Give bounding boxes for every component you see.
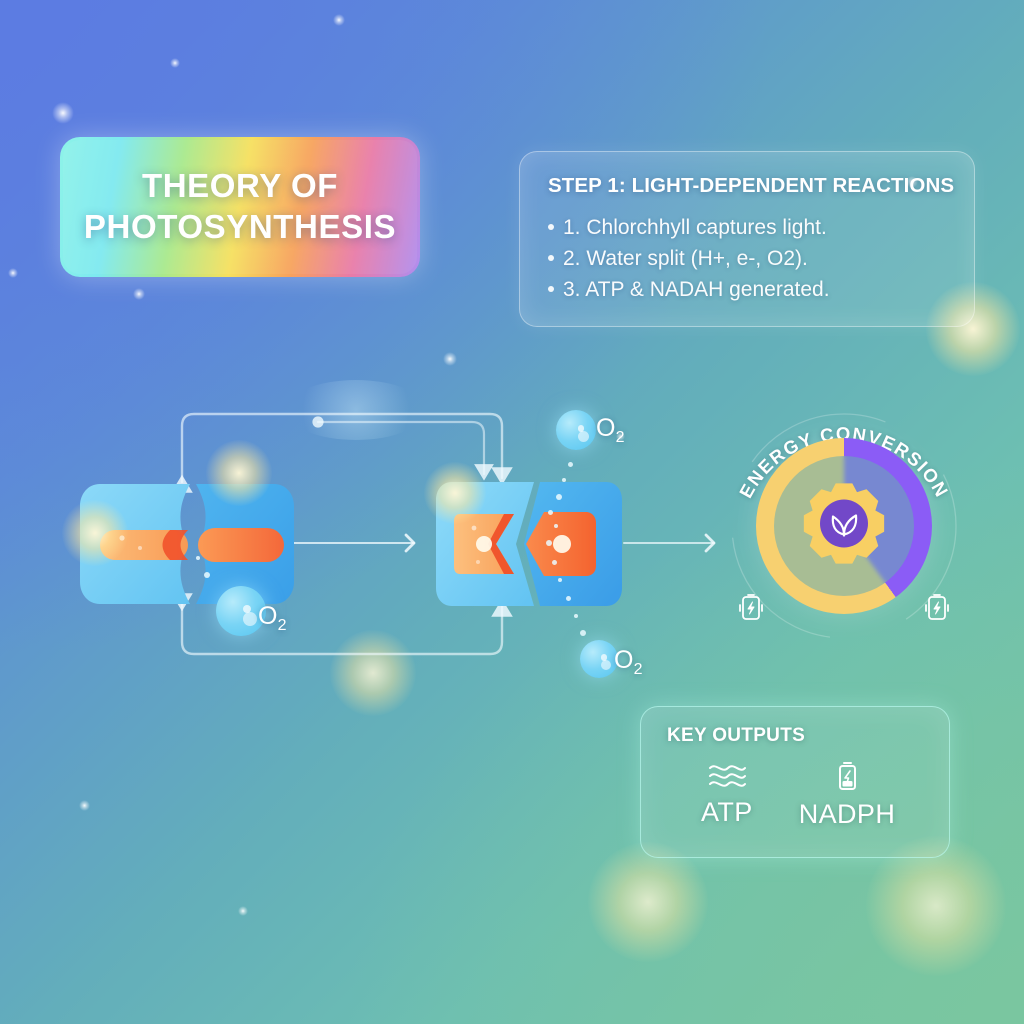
waves-icon — [708, 765, 746, 787]
output-item-atp: ATP — [701, 759, 753, 830]
step-panel-heading: STEP 1: LIGHT-DEPENDENT REACTIONS — [548, 174, 955, 197]
micro-bubble — [580, 630, 586, 636]
list-item-text: 3. ATP & NADAH generated. — [563, 278, 830, 302]
list-item-text: 2. Water split (H+, e-, O2). — [563, 247, 808, 271]
output-item-nadph: NADPH — [799, 759, 896, 830]
title-card: THEORY OF PHOTOSYNTHESIS — [60, 137, 420, 277]
sparkle — [79, 800, 90, 811]
sparkle — [238, 906, 248, 916]
key-outputs-row: ATP NADPH — [667, 759, 925, 830]
energy-donut-hole — [774, 456, 914, 596]
sparkle — [133, 288, 145, 300]
bullet-dot-icon — [548, 255, 554, 262]
sparkle — [52, 102, 74, 124]
micro-bubble — [552, 560, 557, 565]
output-label-nadph: NADPH — [798, 799, 896, 829]
title-card-inner: THEORY OF PHOTOSYNTHESIS — [63, 140, 417, 274]
list-item: 1. Chlorchhyll captures light. — [548, 212, 948, 243]
micro-bubble — [196, 556, 200, 560]
sparkle — [333, 14, 345, 26]
list-item: 2. Water split (H+, e-, O2). — [548, 243, 948, 274]
micro-bubble — [558, 578, 562, 582]
sparkle — [8, 268, 18, 278]
oxygen-bubble — [216, 586, 266, 636]
page-title-line-1: THEORY OF — [141, 167, 339, 205]
water-molecule-intact — [78, 480, 298, 608]
bullet-dot-icon — [548, 224, 554, 230]
micro-bubble — [568, 462, 573, 467]
leaf-icon — [831, 514, 858, 537]
oxygen-bubble — [556, 410, 596, 450]
micro-bubble — [554, 524, 558, 528]
gear-icon — [801, 481, 887, 572]
water-molecule-splitting — [434, 478, 624, 610]
micro-bubble — [548, 510, 553, 515]
step-bullet-list: 1. Chlorchhyll captures light. 2. Water … — [548, 212, 948, 305]
sparkle — [443, 352, 457, 366]
key-outputs-heading: KEY OUTPUTS — [667, 725, 806, 746]
micro-bubble — [566, 596, 571, 601]
o2-label: O2 — [596, 414, 625, 446]
step-panel: STEP 1: LIGHT-DEPENDENT REACTIONS 1. Chl… — [519, 151, 975, 327]
energy-conversion-widget: ENERGY CONVERSION — [722, 404, 966, 648]
sparkle — [170, 58, 180, 68]
list-item-text: 1. Chlorchhyll captures light. — [563, 216, 827, 239]
battery-bolt-icon-left — [734, 590, 768, 629]
page-title-line-2: PHOTOSYNTHESIS — [83, 208, 397, 245]
micro-bubble — [562, 478, 566, 482]
micro-bubble — [204, 572, 210, 578]
oxygen-bubble — [580, 640, 618, 678]
key-outputs-panel: KEY OUTPUTS ATP NADPH — [640, 706, 950, 858]
warm-glow — [330, 630, 416, 716]
battery-icon — [838, 762, 856, 790]
micro-bubble — [546, 540, 552, 546]
battery-bolt-icon-right — [920, 590, 954, 629]
o2-label: O2 — [614, 646, 643, 678]
o2-label: O2 — [258, 602, 287, 634]
output-label-atp: ATP — [701, 797, 753, 827]
micro-bubble — [574, 614, 578, 618]
cool-glow — [286, 380, 426, 440]
list-item: 3. ATP & NADAH generated. — [548, 274, 948, 305]
micro-bubble — [556, 494, 562, 500]
bullet-dot-icon — [548, 286, 554, 293]
warm-glow — [588, 842, 708, 962]
